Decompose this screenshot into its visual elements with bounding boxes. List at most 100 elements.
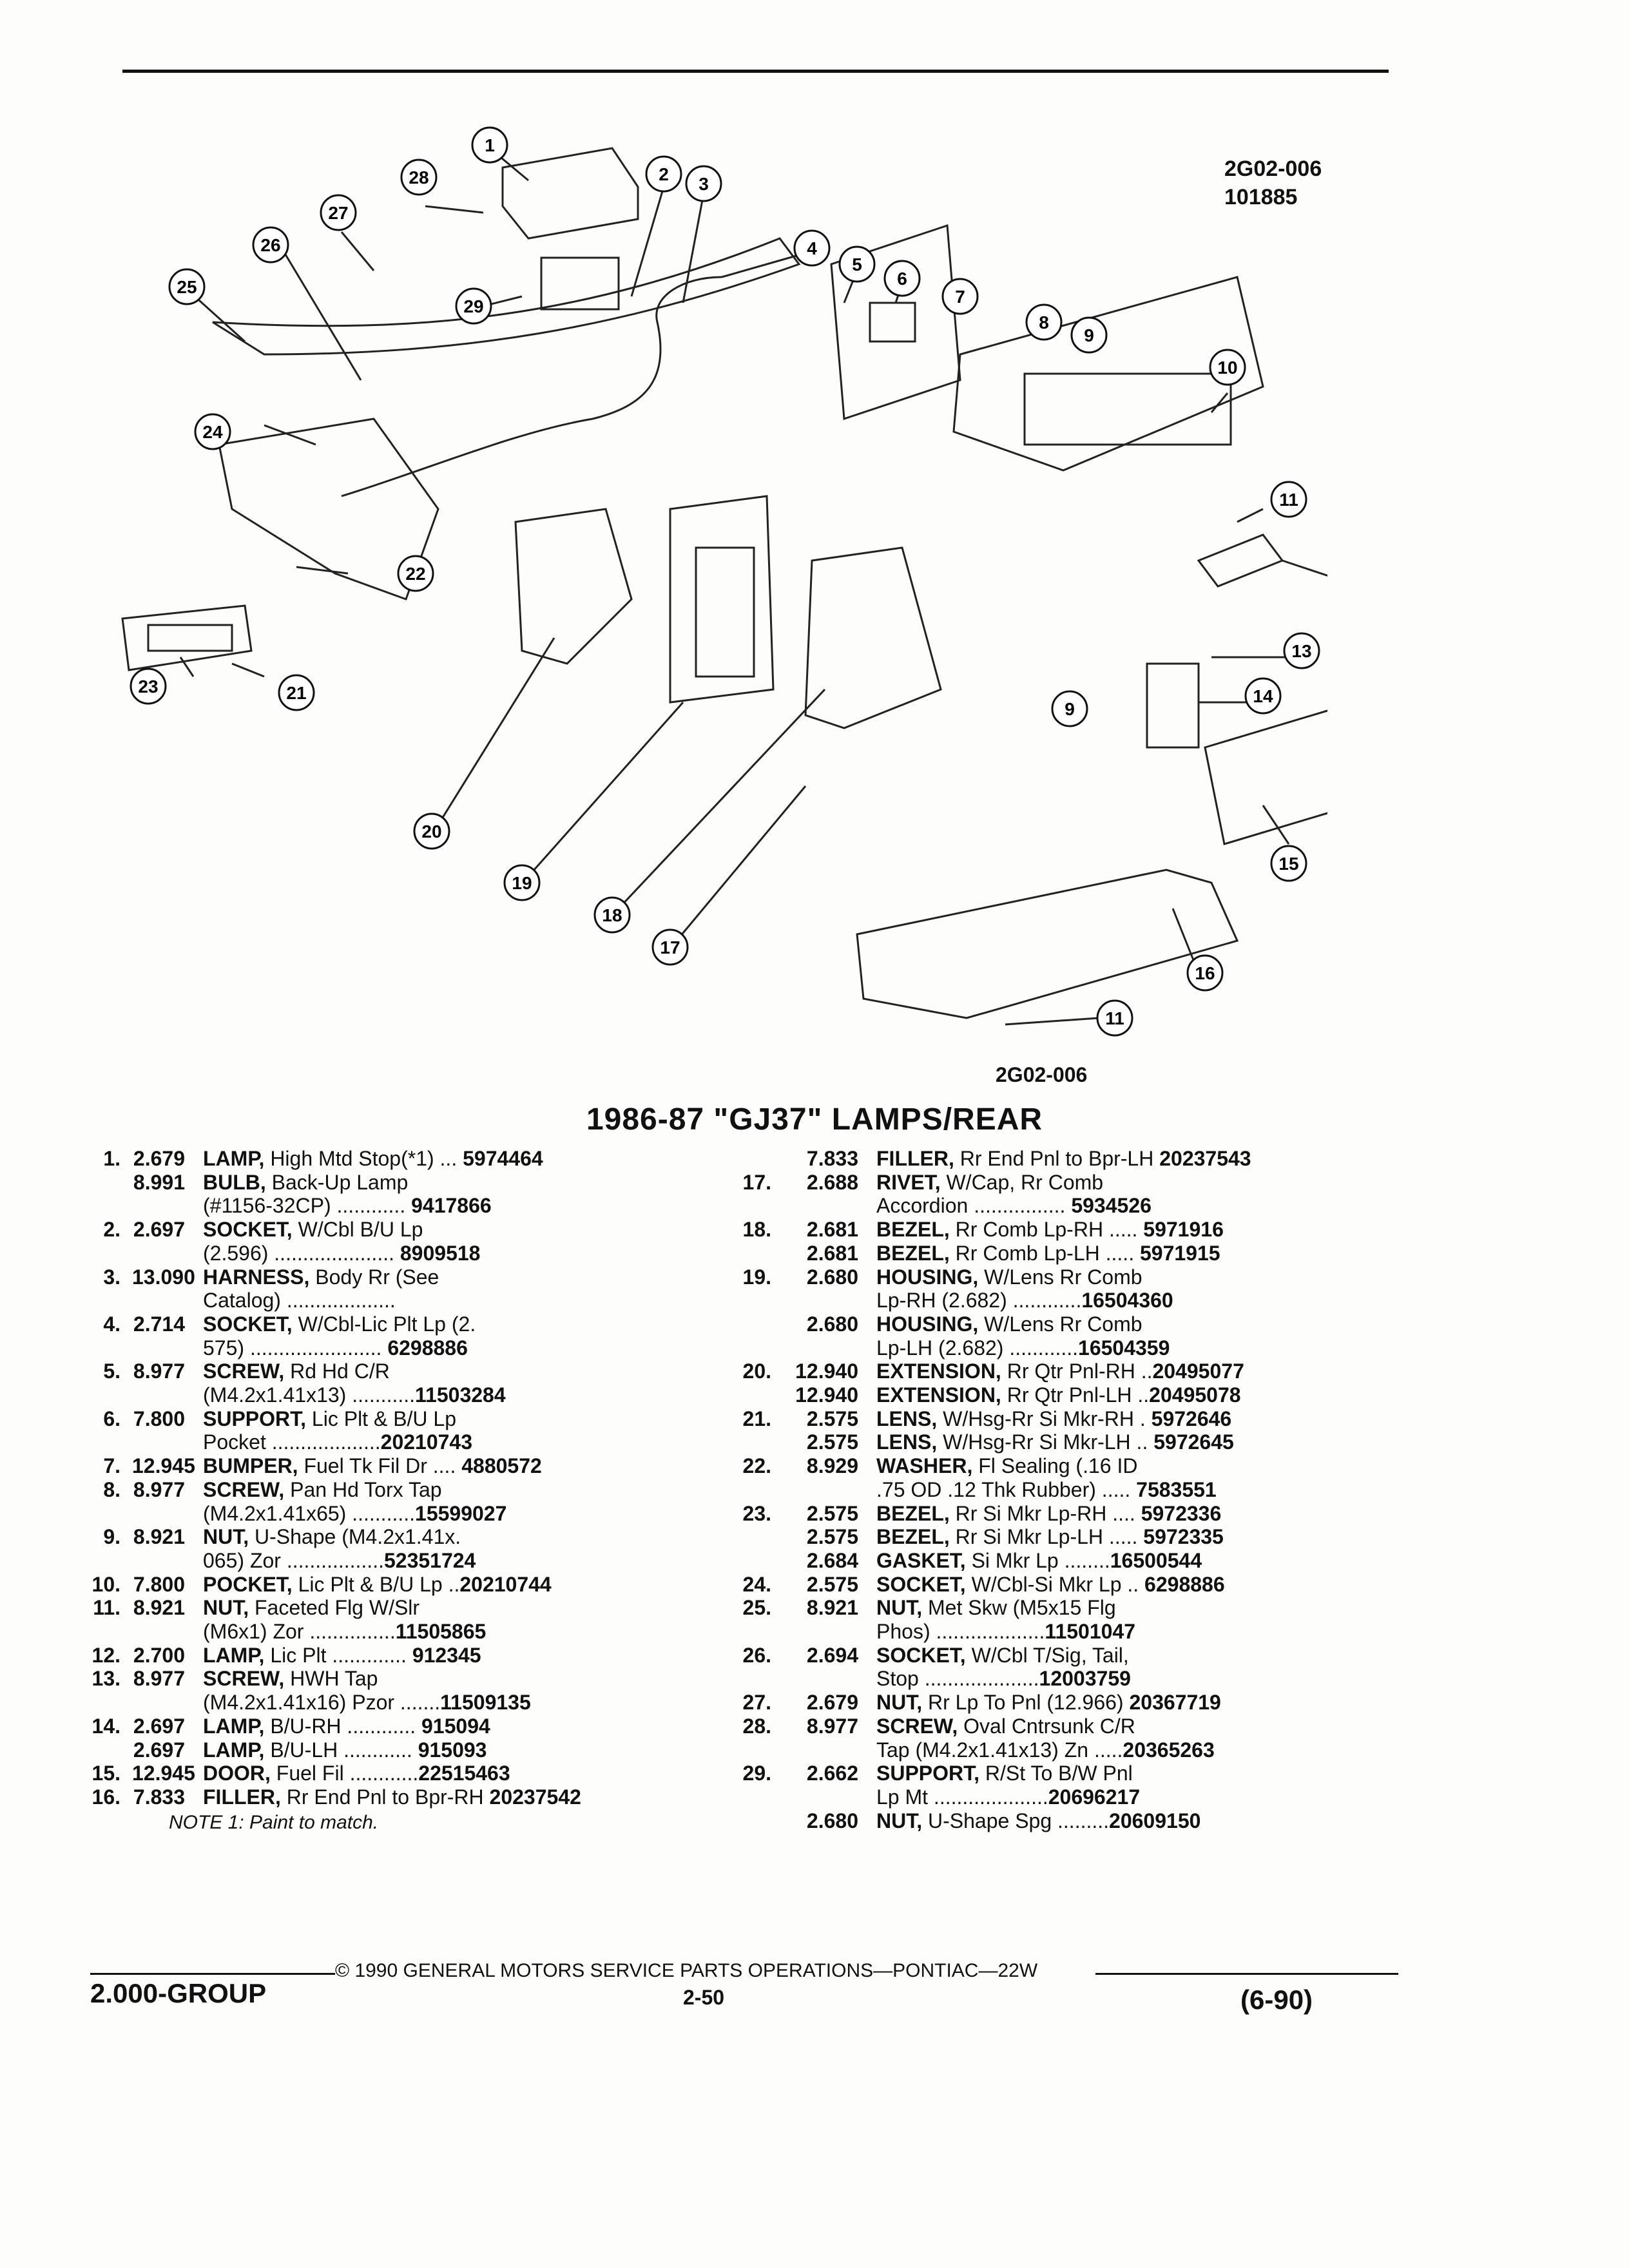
part-description: SCREW, Pan Hd Torx Tap <box>203 1478 715 1502</box>
item-number <box>71 1502 132 1526</box>
part-name: WASHER, <box>876 1454 973 1478</box>
item-number: 21. <box>742 1407 771 1430</box>
stop-lamp-support <box>540 256 620 311</box>
part-number: 915094 <box>421 1714 490 1738</box>
group-code: 2.700 <box>133 1643 185 1667</box>
part-number: 20696217 <box>1048 1785 1141 1809</box>
part-name: BULB, <box>203 1170 266 1194</box>
svg-text:1: 1 <box>485 135 495 155</box>
part-description: SCREW, Rd Hd C/R <box>203 1360 715 1383</box>
group-code: 7.800 <box>133 1572 185 1596</box>
item-number <box>71 1194 132 1218</box>
figure-id-code: 2G02-006 <box>1224 157 1322 181</box>
part-detail: B/U-LH ............ <box>264 1738 418 1762</box>
group-code: 2.697 <box>133 1218 185 1242</box>
part-name: SUPPORT, <box>203 1407 307 1430</box>
parts-row: (M4.2x1.41x65) ...........15599027 <box>71 1502 715 1526</box>
group-code: 8.977 <box>806 1714 858 1738</box>
callout-25: 25 <box>168 268 206 305</box>
part-name: BEZEL, <box>876 1218 950 1242</box>
part-detail: (M4.2x1.41x65) ........... <box>203 1501 416 1525</box>
part-description: SOCKET, W/Cbl-Lic Plt Lp (2. <box>203 1312 715 1336</box>
part-description: Lp Mt ....................20696217 <box>876 1785 1379 1809</box>
callout-7: 7 <box>941 278 979 315</box>
item-number: 22. <box>742 1454 771 1478</box>
part-description: FILLER, Rr End Pnl to Bpr-RH 20237542 <box>203 1785 715 1809</box>
svg-text:29: 29 <box>463 296 483 316</box>
group-code: 13.090 <box>132 1265 195 1289</box>
part-description: SOCKET, W/Cbl B/U Lp <box>203 1218 715 1242</box>
part-description: BEZEL, Rr Si Mkr Lp-RH .... 5972336 <box>876 1502 1379 1526</box>
part-description: Pocket ...................20210743 <box>203 1430 715 1454</box>
part-description: EXTENSION, Rr Qtr Pnl-RH ..20495077 <box>876 1360 1379 1383</box>
fuel-filler-door <box>1204 709 1327 845</box>
part-description: EXTENSION, Rr Qtr Pnl-LH ..20495078 <box>876 1383 1379 1407</box>
part-number: 20367719 <box>1129 1691 1221 1715</box>
part-description: Lp-LH (2.682) ............16504359 <box>876 1336 1379 1360</box>
figure-id: 2G02-006 101885 <box>1224 155 1322 211</box>
part-detail: 575) ....................... <box>203 1336 388 1360</box>
part-name: FILLER, <box>203 1785 281 1809</box>
part-name: SOCKET, <box>203 1312 293 1336</box>
part-description: Accordion ................ 5934526 <box>876 1194 1379 1218</box>
parts-row: Phos) ...................11501047 <box>735 1620 1379 1644</box>
part-number: 20237543 <box>1159 1147 1251 1170</box>
callout-19: 19 <box>503 864 541 901</box>
group-code <box>132 1502 203 1526</box>
item-number <box>735 1549 783 1573</box>
item-number: 6. <box>103 1407 120 1430</box>
part-description: HARNESS, Body Rr (See <box>203 1265 715 1289</box>
rear-end-filler <box>856 869 1239 1019</box>
parts-row: 065) Zor .................52351724 <box>71 1549 715 1573</box>
parts-row: (M6x1) Zor ...............11505865 <box>71 1620 715 1644</box>
item-number: 12. <box>92 1643 120 1667</box>
part-detail: Rr Qtr Pnl-LH .. <box>1001 1383 1150 1407</box>
part-description: SUPPORT, Lic Plt & B/U Lp <box>203 1407 715 1431</box>
svg-text:27: 27 <box>328 203 348 223</box>
group-code: 7.833 <box>133 1785 185 1809</box>
part-name: LAMP, <box>203 1738 265 1762</box>
part-number: 16500544 <box>1110 1548 1202 1572</box>
part-description: (M6x1) Zor ...............11505865 <box>203 1620 715 1644</box>
parts-row: Pocket ...................20210743 <box>71 1430 715 1454</box>
part-name: LENS, <box>876 1407 938 1430</box>
item-number: 3. <box>103 1265 120 1289</box>
part-detail: W/Cbl-Lic Plt Lp (2. <box>292 1312 476 1336</box>
part-name: NUT, <box>876 1809 923 1832</box>
part-description: NUT, Met Skw (M5x15 Flg <box>876 1596 1379 1620</box>
item-number: 17. <box>742 1170 771 1194</box>
part-description: GASKET, Si Mkr Lp ........16500544 <box>876 1549 1379 1573</box>
group-code <box>132 1194 203 1218</box>
part-detail: Lic Plt ............. <box>264 1643 412 1667</box>
part-description: LAMP, High Mtd Stop(*1) ... 5974464 <box>203 1147 715 1171</box>
part-detail: (M4.2x1.41x13) ........... <box>203 1383 416 1407</box>
svg-text:21: 21 <box>286 683 306 703</box>
item-number <box>735 1336 783 1360</box>
part-number: 915093 <box>418 1738 487 1762</box>
item-number <box>735 1289 783 1312</box>
part-name: GASKET, <box>876 1548 966 1572</box>
part-number: 11501047 <box>1045 1620 1136 1644</box>
part-detail: Accordion ................ <box>876 1194 1072 1218</box>
part-name: SOCKET, <box>876 1643 966 1667</box>
item-number <box>735 1383 783 1407</box>
part-detail: Si Mkr Lp ........ <box>965 1548 1110 1572</box>
part-description: Stop ....................12003759 <box>876 1667 1379 1691</box>
item-number: 15. <box>92 1762 120 1785</box>
part-name: NUT, <box>876 1596 923 1620</box>
svg-text:28: 28 <box>409 168 429 187</box>
item-number <box>71 1691 132 1715</box>
part-detail: (M6x1) Zor ............... <box>203 1620 396 1644</box>
group-code: 8.991 <box>133 1170 185 1194</box>
group-code <box>132 1289 203 1312</box>
part-detail: High Mtd Stop(*1) ... <box>264 1147 463 1170</box>
page-title: 1986-87 "GJ37" LAMPS/REAR <box>586 1102 1043 1137</box>
